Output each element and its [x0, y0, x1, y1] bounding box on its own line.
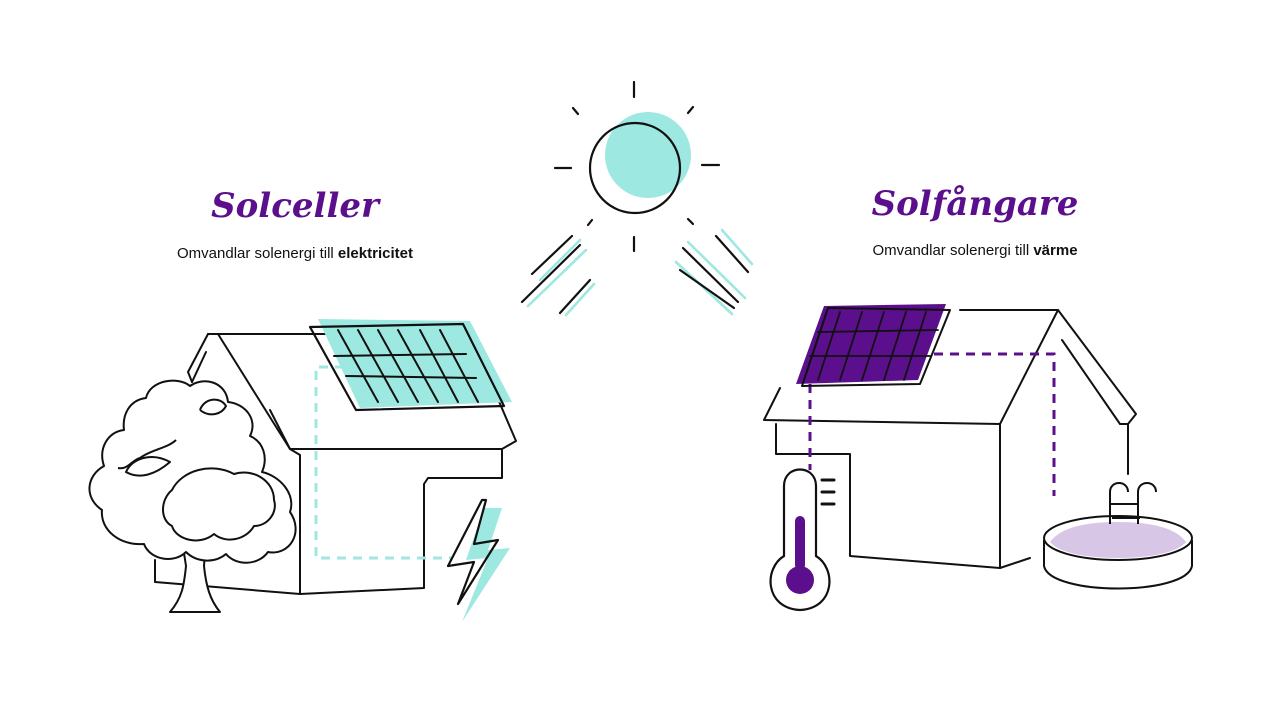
pool-icon	[1043, 482, 1193, 590]
solfangare-subtitle-emphasis: värme	[1033, 242, 1078, 259]
sun-rays-left	[520, 234, 596, 317]
solceller-subtitle: Omvandlar solenergi till elektricitet	[120, 245, 470, 262]
solfangare-title: Solfångare	[871, 184, 1079, 224]
solfangare-subtitle: Omvandlar solenergi till värme	[800, 242, 1150, 259]
thermometer-icon	[769, 468, 836, 612]
solfangare-subtitle-prefix: Omvandlar solenergi till	[872, 242, 1034, 259]
solar-panel-icon	[308, 319, 512, 412]
tree-icon	[88, 379, 297, 613]
solceller-subtitle-emphasis: elektricitet	[337, 245, 413, 262]
house-icon-right	[763, 309, 1137, 569]
pipe-heat	[808, 352, 1056, 496]
lightning-icon	[446, 498, 510, 622]
sun-rays-right	[674, 228, 754, 316]
sun-icon	[553, 80, 721, 253]
solceller-subtitle-prefix: Omvandlar solenergi till	[177, 245, 338, 262]
solceller-title: Solceller	[211, 186, 379, 226]
solar-collector-icon	[796, 304, 951, 387]
